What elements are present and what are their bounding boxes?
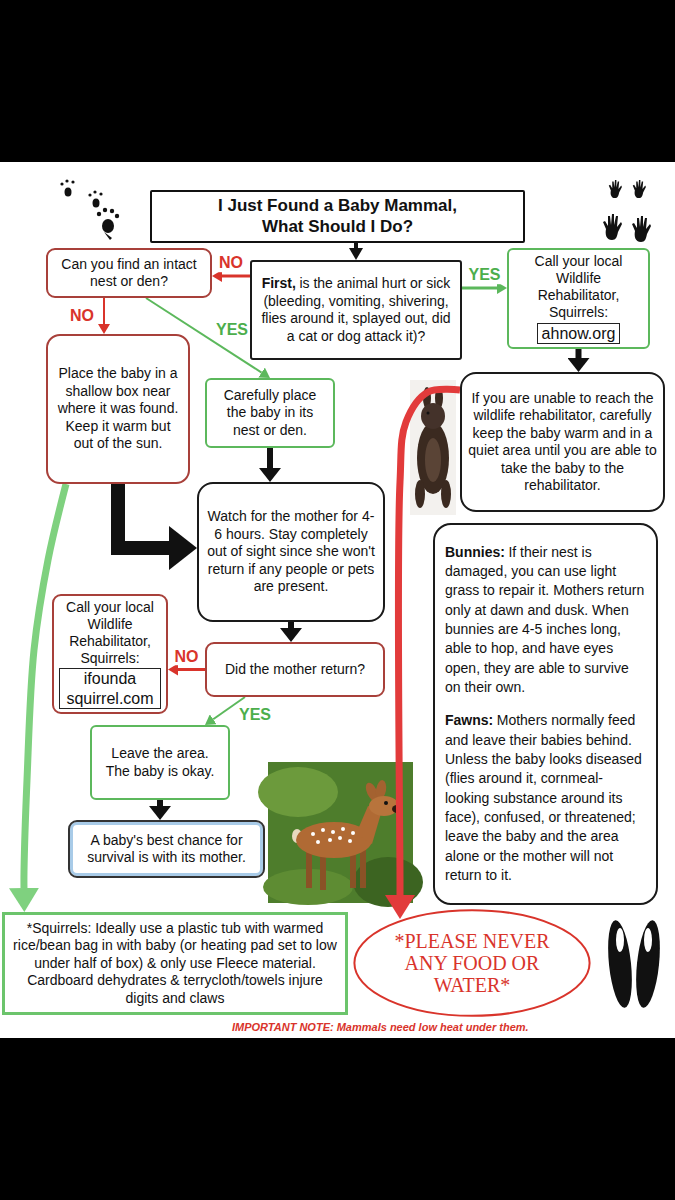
question-box: First,is the animal hurt or sick (bleedi… <box>250 260 462 360</box>
box-text: *PLEASE NEVER ANY FOOD OR WATER* <box>395 930 550 996</box>
flow-arrow <box>222 275 250 278</box>
action-box: Call your local Wildlife Rehabilitator,S… <box>52 594 168 714</box>
text-block: Did the mother return? <box>213 661 377 679</box>
action-box: Place the baby in a shallow box near whe… <box>46 334 190 484</box>
box-text: I Just Found a Baby Mammal, What Should … <box>218 196 457 235</box>
rabbit-feet <box>604 919 663 1009</box>
box-text: If you are unable to reach the wildlife … <box>468 390 656 494</box>
text-block: Bunnies:If their nest is damaged, you ca… <box>445 543 646 698</box>
text-block: ifounda squirrel.com <box>59 666 161 708</box>
box-text: Can you find an intact nest or den? <box>61 256 196 290</box>
box-text: A baby's best chance for survival is wit… <box>87 832 246 866</box>
text-block: If you are unable to reach the wildlife … <box>468 390 657 495</box>
link-text: ifounda squirrel.com <box>59 668 161 708</box>
text-block: Call your local Wildlife Rehabilitator, <box>514 253 643 303</box>
paw-prints <box>60 179 119 240</box>
text-block: Squirrels: <box>514 304 643 321</box>
branch-label: YES <box>237 706 273 724</box>
action-box: Carefully place the baby in its nest or … <box>205 378 335 448</box>
branch-label: YES <box>214 321 250 339</box>
branch-label: NO <box>173 648 201 666</box>
outcome-box: A baby's best chance for survival is wit… <box>68 820 265 878</box>
box-text: Call your local Wildlife Rehabilitator, <box>66 599 154 649</box>
process-box: Watch for the mother for 4-6 hours. Stay… <box>197 482 385 622</box>
note-box: *Squirrels: Ideally use a plastic tub wi… <box>2 912 348 1015</box>
box-text: If their nest is damaged, you can use li… <box>445 544 644 695</box>
heading-text: Fawns: <box>445 712 493 728</box>
text-block: I Just Found a Baby Mammal, What Should … <box>202 196 473 237</box>
decision-box: Can you find an intact nest or den? <box>46 248 212 298</box>
heading-text: Bunnies: <box>445 544 505 560</box>
flow-arrow <box>288 622 294 628</box>
text-block: ahnow.org <box>514 321 643 344</box>
box-text: *Squirrels: Ideally use a plastic tub wi… <box>13 920 337 1006</box>
text-block: First,is the animal hurt or sick (bleedi… <box>258 275 454 345</box>
text-block: Leave the area. The baby is okay. <box>98 745 222 780</box>
flow-arrow <box>157 800 163 806</box>
branch-label: YES <box>466 266 502 284</box>
footnote: IMPORTANT NOTE: Mammals need low heat un… <box>232 1021 529 1034</box>
box-text: Call your local Wildlife Rehabilitator, <box>535 253 623 303</box>
flow-arrow <box>354 243 358 248</box>
text-block: Fawns:Mothers normally feed and leave th… <box>445 711 646 885</box>
box-text: Did the mother return? <box>225 661 365 677</box>
text-block: Place the baby in a shallow box near whe… <box>54 365 182 453</box>
text-block: Can you find an intact nest or den? <box>54 256 204 291</box>
text-block: Watch for the mother for 4-6 hours. Stay… <box>205 508 377 596</box>
warning-ellipse: *PLEASE NEVER ANY FOOD OR WATER* <box>352 908 592 1018</box>
box-text: Squirrels: <box>549 304 608 320</box>
text-block: Carefully place the baby in its nest or … <box>213 387 327 440</box>
ellipse-outline <box>354 910 589 1016</box>
flow-arrow <box>462 287 497 290</box>
outcome-box: Leave the area. The baby is okay. <box>90 725 230 800</box>
screen-band <box>0 1038 675 1200</box>
title-box: I Just Found a Baby Mammal, What Should … <box>150 190 525 243</box>
branch-label: NO <box>217 254 245 272</box>
decision-box: Did the mother return? <box>205 642 385 697</box>
box-text: Carefully place the baby in its nest or … <box>224 387 317 438</box>
flow-arrow <box>118 484 169 548</box>
box-text: Place the baby in a shallow box near whe… <box>58 365 179 451</box>
text-block: Squirrels: <box>59 650 161 667</box>
text-block: Call your local Wildlife Rehabilitator, <box>59 599 161 649</box>
flow-arrow <box>267 448 273 468</box>
info-box: Bunnies:If their nest is damaged, you ca… <box>433 523 658 905</box>
text-block: *Squirrels: Ideally use a plastic tub wi… <box>10 920 340 1008</box>
action-box: Call your local Wildlife Rehabilitator,S… <box>507 248 650 349</box>
heading-text: First, <box>262 275 296 291</box>
text-block: A baby's best chance for survival is wit… <box>80 832 253 867</box>
box-text: Leave the area. The baby is okay. <box>106 745 215 779</box>
hand-prints <box>603 180 651 242</box>
branch-label: NO <box>68 307 96 325</box>
info-box: If you are unable to reach the wildlife … <box>460 372 665 512</box>
box-text: Mothers normally feed and leave their ba… <box>445 712 642 883</box>
text-block: *PLEASE NEVER ANY FOOD OR WATER* <box>374 930 570 996</box>
screen-band <box>0 0 675 162</box>
flow-arrow <box>576 349 582 358</box>
box-text: Squirrels: <box>80 650 139 666</box>
link-text: ahnow.org <box>537 323 621 344</box>
flow-arrow <box>103 298 105 324</box>
flow-arrow <box>178 668 205 671</box>
box-text: Watch for the mother for 4-6 hours. Stay… <box>207 508 375 594</box>
